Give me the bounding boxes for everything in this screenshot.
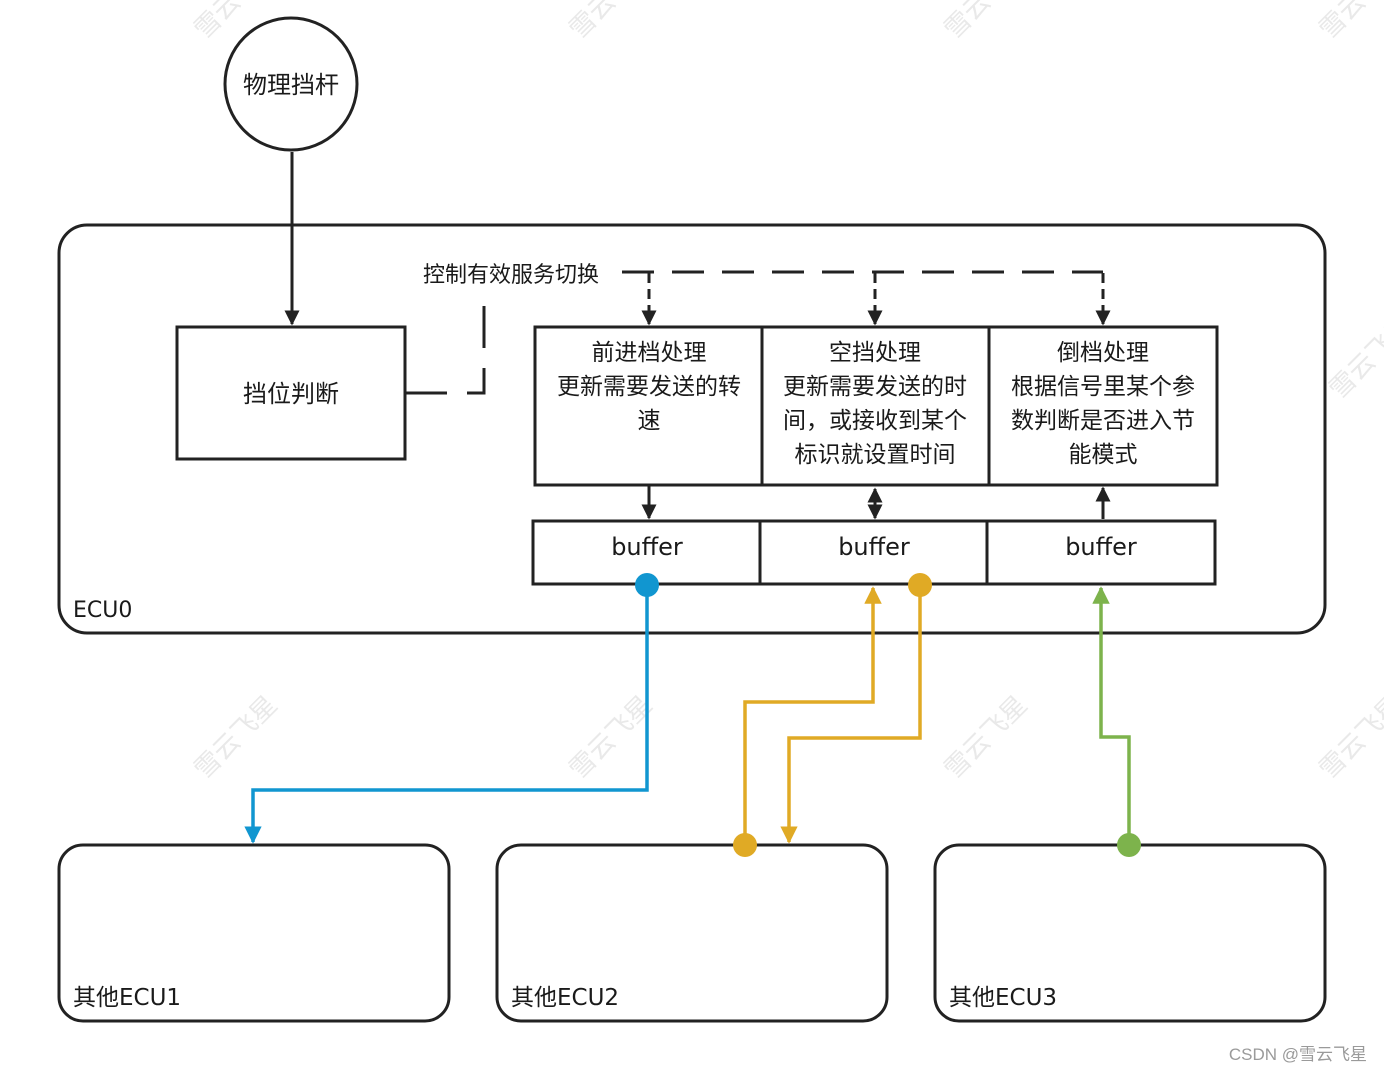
gear-judgment-label: 挡位判断 [243,380,339,408]
reverse-handler-line: 数判断是否进入节 [1011,408,1195,434]
other-ecu2-label: 其他ECU2 [511,985,619,1011]
physical-lever-node [223,16,359,152]
reverse-handler-title: 倒档处理 [1057,340,1149,366]
forward-handler-line: 更新需要发送的转 [557,374,741,400]
buffer-label: buffer [838,533,910,561]
buffer-label: buffer [1065,533,1137,561]
neutral-handler-line: 标识就设置时间 [795,442,956,468]
watermark-text: 雪云飞星 [1314,690,1384,785]
buffer-label: buffer [611,533,683,561]
yellow-source-dot-buffer [908,573,932,597]
neutral-handler-line: 间，或接收到某个 [783,408,967,434]
watermark-text: 雪云飞星 [189,690,284,785]
blue-source-dot [635,573,659,597]
other-ecu3-label: 其他ECU3 [949,985,1057,1011]
yellow-connector-ecu2-to-buffer [743,586,882,845]
other-ecu1-box [57,843,451,1023]
watermark-text: 雪云飞星 [939,690,1034,785]
green-connector-ecu3-to-buffer [1092,586,1131,845]
forward-handler-line: 速 [638,408,661,434]
watermark-text: 雪云飞星 [1324,310,1384,405]
control-dashed-connector [405,288,486,395]
control-label: 控制有效服务切换 [423,263,599,288]
watermark-text: 雪云飞星 [1314,0,1384,45]
watermark-text: 雪云飞星 [564,690,659,785]
ecu0-label: ECU0 [73,598,132,623]
reverse-handler-line: 根据信号里某个参 [1011,374,1195,400]
physical-lever-label: 物理挡杆 [243,71,339,99]
buffer-box-reverse [985,519,1217,586]
blue-connector-to-ecu1 [244,585,649,844]
green-source-dot [1117,833,1141,857]
watermark-text: 雪云飞星 [939,0,1034,45]
other-ecu2-box [495,843,889,1023]
neutral-handler-box [760,325,991,487]
neutral-handler-line: 更新需要发送的时 [783,374,967,400]
other-ecu1-label: 其他ECU1 [73,985,181,1011]
reverse-handler-line: 能模式 [1069,442,1138,468]
forward-handler-box [533,325,764,487]
neutral-handler-title: 空挡处理 [829,340,921,366]
yellow-source-dot-ecu2 [733,833,757,857]
forward-handler-title: 前进档处理 [592,340,707,366]
reverse-handler-box [987,325,1219,487]
yellow-connector-buffer-to-ecu2 [780,585,922,844]
gear-judgment-box [175,325,407,461]
csdn-credit: CSDN @雪云飞星 [1229,1045,1367,1064]
ecu0-container [57,223,1327,635]
watermark-text: 雪云飞星 [564,0,659,45]
